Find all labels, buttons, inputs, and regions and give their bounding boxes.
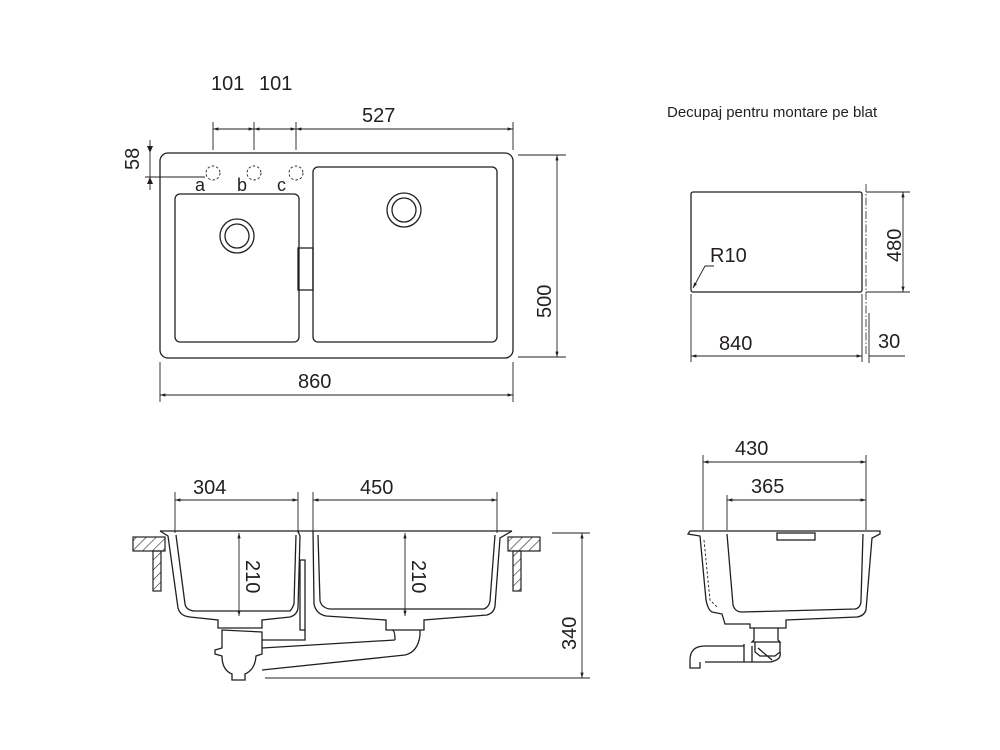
left-bowl-inner bbox=[175, 534, 297, 612]
cutout-depth-label: 480 bbox=[884, 229, 906, 262]
dim-tap-spacing-1: 101 bbox=[211, 73, 244, 95]
side-hidden-line bbox=[703, 539, 719, 609]
tap-label-c: c bbox=[277, 175, 286, 195]
clip-left bbox=[152, 550, 162, 592]
dim-right-bowl-offset: 527 bbox=[362, 105, 395, 127]
dim-width-label: 860 bbox=[298, 371, 331, 393]
top-view: a b c 101 101 527 58 500 bbox=[122, 73, 566, 402]
dim-outer-depth: 430 bbox=[735, 438, 768, 460]
dim-tap-spacing-2: 101 bbox=[259, 73, 292, 95]
right-bowl-inner bbox=[317, 534, 496, 610]
cutout-outline bbox=[690, 191, 863, 293]
corner-radius-label: R10 bbox=[710, 245, 747, 267]
front-section: 304 450 210 210 340 bbox=[132, 477, 590, 681]
dim-tap-row bbox=[145, 140, 205, 190]
waste-pipe bbox=[261, 629, 421, 671]
dim-inner-depth: 365 bbox=[751, 476, 784, 498]
right-drain-icon bbox=[386, 192, 422, 228]
dim-total-height: 340 bbox=[559, 617, 581, 650]
left-bowl bbox=[174, 193, 300, 343]
right-bowl-section bbox=[312, 530, 513, 631]
side-section: 430 365 bbox=[686, 438, 881, 669]
side-bowl-inner bbox=[726, 533, 864, 613]
dim-depth-label: 500 bbox=[534, 285, 556, 318]
tap-label-b: b bbox=[237, 175, 247, 195]
sink-outline bbox=[159, 152, 514, 359]
dim-tap-spacing bbox=[212, 122, 514, 150]
overflow bbox=[297, 247, 314, 291]
side-bowl-outline bbox=[686, 530, 881, 629]
radius-leader bbox=[692, 265, 714, 289]
tap-hole-b bbox=[246, 165, 262, 181]
trap bbox=[214, 629, 263, 681]
side-trap bbox=[689, 628, 782, 669]
cutout-view: Decupaj pentru montare pe blat 480 R10 8… bbox=[667, 104, 910, 363]
dim-width bbox=[159, 362, 514, 402]
dim-right-bowl-width: 450 bbox=[360, 477, 393, 499]
dim-left-bowl-width: 304 bbox=[193, 477, 226, 499]
tap-hole-c bbox=[288, 165, 304, 181]
dim-depth bbox=[518, 154, 566, 358]
left-bowl-section bbox=[159, 530, 301, 629]
cutout-width-label: 840 bbox=[719, 333, 752, 355]
tap-hole-a bbox=[205, 165, 221, 181]
tap-label-a: a bbox=[195, 175, 206, 195]
cutout-title: Decupaj pentru montare pe blat bbox=[667, 104, 878, 121]
countertop-right bbox=[507, 536, 541, 552]
dim-right-bowl-depth: 210 bbox=[407, 560, 429, 593]
countertop-left bbox=[132, 536, 166, 552]
overflow-slot bbox=[776, 532, 816, 541]
left-drain-icon bbox=[219, 218, 255, 254]
overflow-pipe bbox=[299, 559, 306, 631]
dim-tap-row-offset: 58 bbox=[122, 148, 144, 170]
cutout-overlap-label: 30 bbox=[878, 331, 900, 353]
dim-left-bowl-depth: 210 bbox=[241, 560, 263, 593]
clip-right bbox=[512, 550, 522, 592]
